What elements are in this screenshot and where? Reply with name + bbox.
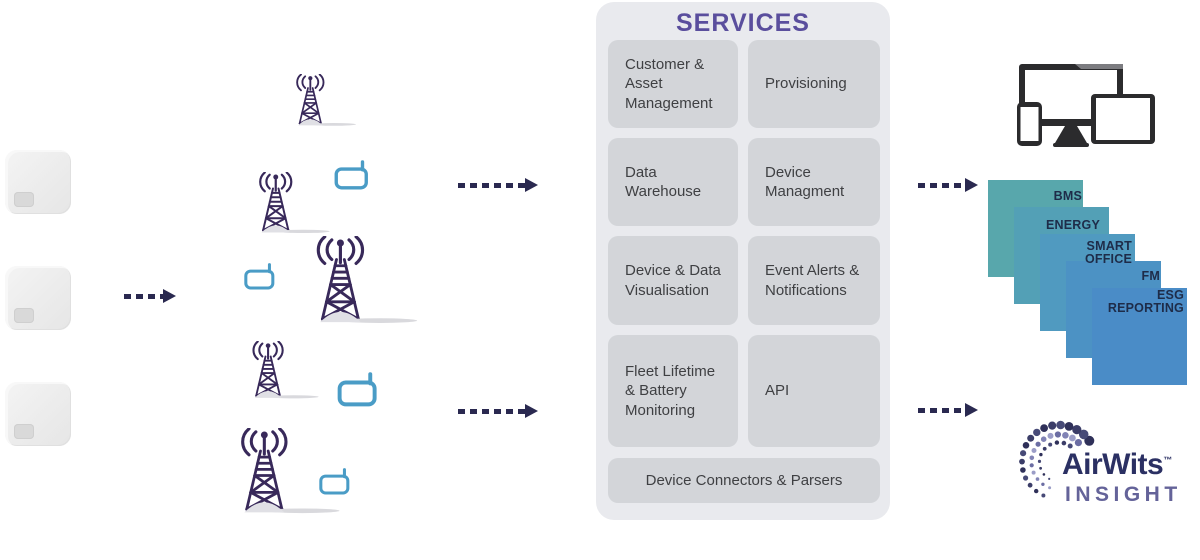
cell-tower-icon xyxy=(301,236,419,330)
iot-sensor-box-icon xyxy=(5,266,71,330)
trademark-symbol: ™ xyxy=(1163,455,1172,465)
card-esg-reporting xyxy=(1092,288,1187,385)
service-box-fleet-lifetime-battery-monitoring: Fleet Lifetime & Battery Monitoring xyxy=(608,335,738,447)
card-label-energy: ENERGY xyxy=(1046,218,1100,232)
service-box-provisioning: Provisioning xyxy=(748,40,880,128)
logo-brand-text: AirWits™ xyxy=(1062,448,1172,481)
cell-tower-icon xyxy=(287,74,357,130)
flow-arrow-network-to-services-top xyxy=(458,178,538,192)
iot-sensor-box-icon xyxy=(5,150,71,214)
wireless-receiver-icon xyxy=(333,160,371,190)
sensor-chip xyxy=(14,192,34,207)
card-label-bms: BMS xyxy=(1053,189,1082,203)
service-box-device-data-visualisation: Device & Data Visualisation xyxy=(608,236,738,325)
wireless-receiver-icon xyxy=(318,468,352,495)
service-box-device-connectors-parsers: Device Connectors & Parsers xyxy=(608,458,880,503)
service-box-event-alerts-notifications: Event Alerts & Notifications xyxy=(748,236,880,325)
services-panel: SERVICES Customer & Asset Management Pro… xyxy=(596,2,890,520)
service-box-api: API xyxy=(748,335,880,447)
cell-tower-icon xyxy=(248,172,331,238)
flow-arrow-services-to-apps xyxy=(918,178,978,192)
cell-tower-icon xyxy=(242,341,320,403)
services-title: SERVICES xyxy=(676,9,810,37)
sensor-chip xyxy=(14,424,34,439)
flow-arrow-network-to-services-bottom xyxy=(458,404,538,418)
monitor-tablet-phone-icon xyxy=(1017,64,1155,147)
service-box-device-management: Device Managment xyxy=(748,138,880,226)
card-label-fm: FM xyxy=(1141,269,1160,283)
airwits-insight-logo: AirWits™ INSIGHT xyxy=(1012,414,1200,514)
service-box-data-warehouse: Data Warehouse xyxy=(608,138,738,226)
wireless-receiver-icon xyxy=(336,372,380,407)
iot-sensor-box-icon xyxy=(5,382,71,446)
flow-arrow-sensors-to-network xyxy=(124,289,176,303)
sensor-chip xyxy=(14,308,34,323)
service-box-customer-asset-management: Customer & Asset Management xyxy=(608,40,738,128)
flow-arrow-services-to-insight xyxy=(918,403,978,417)
card-label-smart-office: SMART OFFICE xyxy=(1084,239,1132,266)
card-label-esg-reporting: ESG REPORTING xyxy=(1107,288,1184,315)
logo-product-text: INSIGHT xyxy=(1065,483,1182,506)
wireless-receiver-icon xyxy=(243,263,277,290)
application-card-stack: BMS ENERGY SMART OFFICE FM ESG REPORTING xyxy=(988,180,1188,386)
dot-spiral-icon xyxy=(1019,420,1095,498)
